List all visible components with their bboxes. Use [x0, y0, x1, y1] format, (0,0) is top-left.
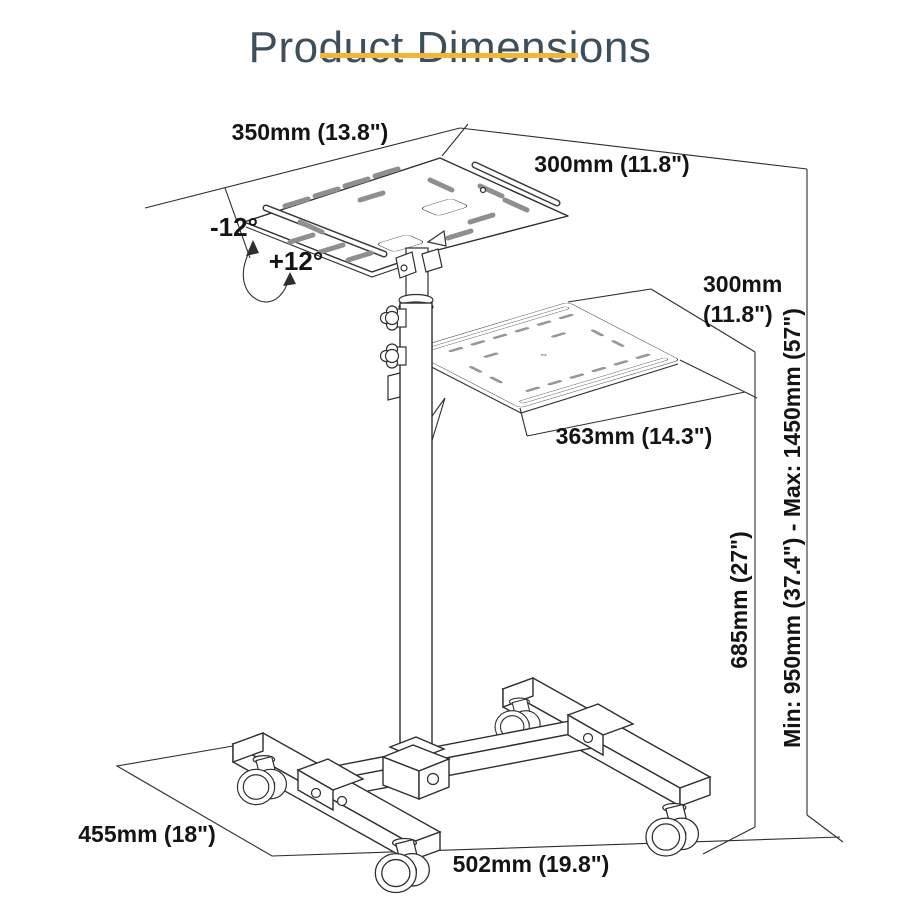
top-tray	[243, 157, 569, 278]
shelf-depth-label-1: 300mm	[703, 271, 782, 297]
tray-slots	[282, 166, 530, 263]
base-depth-label: 455mm (18")	[78, 821, 215, 847]
title-underline	[320, 53, 578, 58]
shelf-width-label: 363mm (14.3")	[556, 423, 713, 449]
shelf-depth-label-2: (11.8")	[703, 301, 773, 327]
tray-depth-label: 300mm (11.8")	[534, 151, 689, 177]
base-center-block	[381, 736, 451, 801]
page-title: Product Dimensions	[248, 23, 652, 73]
base-frame	[231, 302, 712, 894]
shelf-dimension-lines: 300mm (11.8") 363mm (14.3")	[519, 271, 782, 449]
tilt-positive-label: +12°	[269, 246, 324, 276]
base-socket-right	[566, 703, 635, 757]
base-crossbar	[328, 719, 594, 796]
top-dimension-lines: 350mm (13.8") 300mm (11.8")	[144, 119, 808, 259]
adjustment-knob-upper	[379, 305, 407, 331]
tray-cutout-left	[378, 235, 423, 252]
height-dimension-lines: 685mm (27") Min: 950mm (37.4") - Max: 14…	[702, 169, 844, 855]
height-range-label: Min: 950mm (37.4") - Max: 1450mm (57")	[779, 308, 805, 748]
shelf-height-label: 685mm (27")	[726, 531, 752, 668]
base-dimension-lines: 455mm (18") 502mm (19.8")	[78, 745, 841, 877]
tilt-negative-label: -12°	[210, 212, 258, 242]
base-socket-left	[296, 758, 365, 812]
tray-cutout-right	[422, 199, 467, 216]
tray-width-label: 350mm (13.8")	[232, 119, 389, 145]
tilt-angle-annotation: -12° +12°	[210, 212, 324, 303]
caster-rear-left	[236, 755, 288, 806]
pole-lower-tube	[399, 302, 433, 753]
adjustment-knob-lower	[379, 343, 407, 369]
caster-front-left	[374, 837, 430, 894]
shelf-slots	[448, 314, 651, 392]
caster-front-right	[645, 802, 700, 857]
tray-cutout-shade	[426, 229, 447, 247]
base-width-label: 502mm (19.8")	[453, 851, 610, 877]
